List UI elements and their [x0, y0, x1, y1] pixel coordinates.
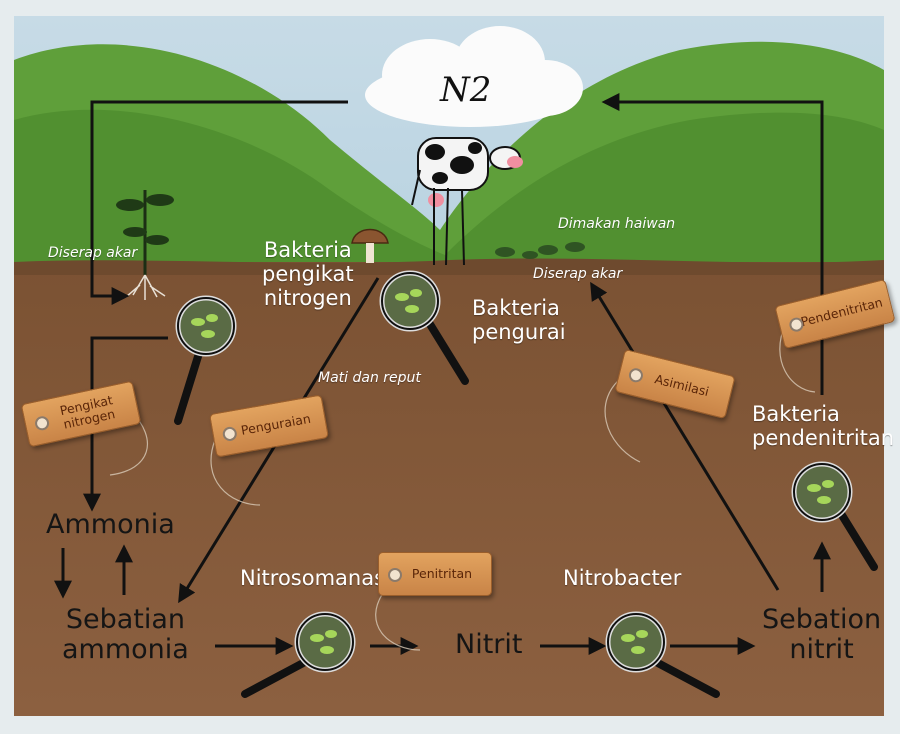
magnifier-icon — [174, 295, 237, 425]
magnifier-icon — [379, 270, 469, 385]
tag-label: Asimilasi — [653, 371, 711, 400]
magnifier-icon — [605, 611, 720, 698]
label-diserap-akar-left: Diserap akar — [48, 245, 138, 261]
node-sebation-nitrit: Sebation nitrit — [762, 604, 882, 665]
cloud-icon — [365, 26, 583, 127]
arrow-fixation — [83, 336, 168, 512]
cow-icon — [411, 137, 523, 266]
mushroom-icon — [351, 228, 389, 263]
n2-label: N2 — [440, 70, 492, 110]
small-plants-icon — [495, 242, 585, 259]
tag-penitritan: Penitritan — [378, 552, 492, 596]
label-nitrobacter: Nitrobacter — [563, 566, 682, 590]
plant-icon — [116, 190, 174, 300]
tag-label: Penitritan — [411, 566, 473, 582]
magnifier-icon — [791, 461, 878, 571]
node-sebatian-ammonia: Sebatian ammonia — [62, 604, 189, 665]
arrow-n2-to-plant — [90, 100, 348, 305]
label-bakteria-pengikat: Bakteria pengikat nitrogen — [262, 238, 354, 311]
tag-label: Penguraian — [239, 410, 312, 438]
tag-label: Pengikat nitrogen — [58, 392, 117, 432]
magnifier-icon — [241, 611, 356, 698]
label-dimakan-haiwan: Dimakan haiwan — [558, 216, 676, 232]
node-nitrit: Nitrit — [455, 629, 523, 660]
label-mati-dan-reput: Mati dan reput — [318, 370, 421, 386]
node-ammonia: Ammonia — [46, 509, 175, 540]
label-diserap-akar-right: Diserap akar — [533, 266, 623, 282]
label-bakteria-pendenitritan: Bakteria pendenitritan — [752, 402, 895, 451]
tag-hole-icon — [388, 568, 402, 582]
label-bakteria-pengurai: Bakteria pengurai — [472, 296, 566, 345]
arrow-assimilation — [590, 281, 780, 591]
label-nitrosomanas: Nitrosomanas — [240, 566, 386, 590]
